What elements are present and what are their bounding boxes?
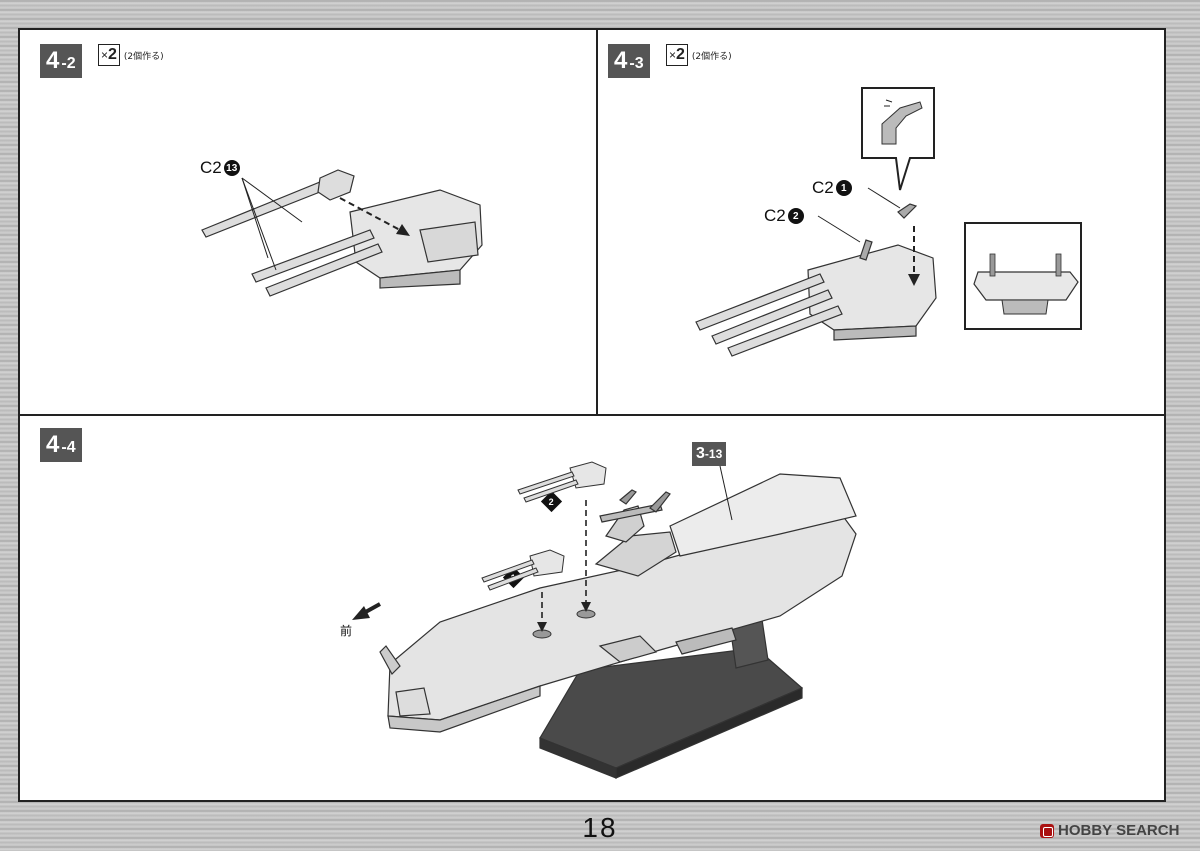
quantity-indicator-4-2: × 2 (2個作る) xyxy=(98,44,164,66)
step-number: 4 xyxy=(46,47,60,74)
watermark-text: HOBBY SEARCH xyxy=(1058,822,1180,839)
instruction-sheet: 4 -2 × 2 (2個作る) C2 13 xyxy=(18,28,1166,802)
step-number: 4 xyxy=(614,47,628,74)
step-number: 4 xyxy=(46,431,60,458)
multiplier-box: × 2 xyxy=(666,44,688,66)
panel-divider-vertical xyxy=(596,30,598,414)
part-number-circle: 1 xyxy=(835,180,852,196)
part-code: C2 xyxy=(812,178,834,197)
turret-2 xyxy=(517,461,607,503)
step-badge-4-4: 4 -4 xyxy=(40,428,82,462)
turret-1 xyxy=(481,549,565,591)
turret-top-detail xyxy=(973,253,1079,315)
detail-inset-box xyxy=(964,222,1082,330)
quantity-note: (2個作る) xyxy=(691,51,732,62)
step-subnumber: -4 xyxy=(61,439,76,456)
reference-step-number: 3 xyxy=(696,445,705,462)
part-label-c2-1: C2 1 xyxy=(812,178,852,198)
reference-step-subnumber: -13 xyxy=(704,447,723,461)
part-number-circle: 2 xyxy=(787,208,804,224)
turret-body xyxy=(251,189,483,297)
quantity-indicator-4-3: × 2 (2個作る) xyxy=(666,44,732,66)
watermark: HOBBY SEARCH xyxy=(1040,822,1179,839)
page-number: 18 xyxy=(582,812,618,843)
multiplier-sign: × xyxy=(101,48,109,62)
turret-assembly-illustration-4-2 xyxy=(201,169,483,297)
multiplier-box: × 2 xyxy=(98,44,120,66)
turret-assembly-illustration-4-3 xyxy=(695,187,937,357)
part-detail-callout xyxy=(861,87,935,191)
step-badge-4-3: 4 -3 xyxy=(608,44,650,78)
part-label-c2-2: C2 2 xyxy=(764,206,804,226)
part-number-circle: 13 xyxy=(223,160,240,176)
front-arrow-icon xyxy=(352,602,381,620)
reference-step-badge-3-13: 3 -13 xyxy=(692,442,727,466)
hobby-search-logo-icon xyxy=(1040,823,1054,838)
front-direction-label: 前 xyxy=(340,624,353,638)
part-code: C2 xyxy=(764,206,786,225)
multiplier-sign: × xyxy=(669,48,677,62)
ship-hull xyxy=(379,473,857,733)
barrel-part xyxy=(201,169,355,238)
step-subnumber: -2 xyxy=(61,55,76,72)
part-label-c2-13: C2 13 xyxy=(200,158,240,178)
step-badge-4-2: 4 -2 xyxy=(40,44,82,78)
part-code: C2 xyxy=(200,158,222,177)
panel-divider-horizontal xyxy=(20,414,1164,416)
multiplier-value: 2 xyxy=(676,46,685,63)
step-subnumber: -3 xyxy=(629,55,644,72)
ship-assembly-illustration-4-4 xyxy=(352,461,857,779)
multiplier-value: 2 xyxy=(108,46,117,63)
quantity-note: (2個作る) xyxy=(123,51,164,62)
